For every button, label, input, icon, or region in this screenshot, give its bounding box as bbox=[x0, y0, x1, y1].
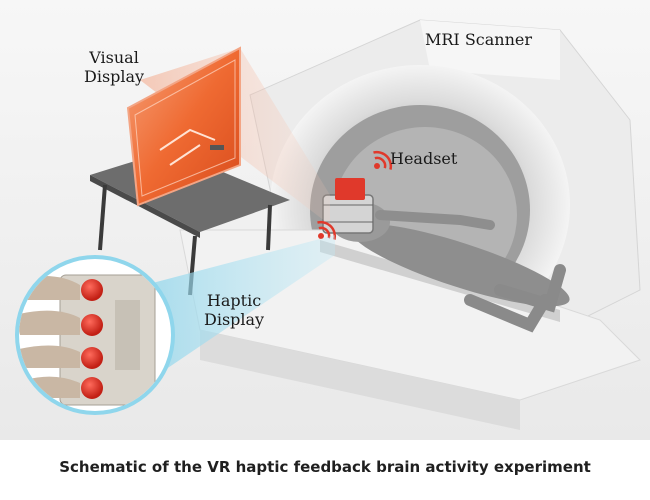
headset-label: Headset bbox=[390, 149, 458, 168]
haptic-beam bbox=[145, 235, 335, 380]
wireless-signal-icon bbox=[373, 150, 393, 170]
experiment-schematic bbox=[0, 0, 650, 440]
visual-display-label: Visual Display bbox=[84, 48, 145, 86]
headset-device bbox=[322, 178, 374, 234]
haptic-display-inset bbox=[15, 255, 175, 415]
haptic-display-label: Haptic Display bbox=[204, 291, 265, 329]
visual-display-monitor bbox=[126, 46, 241, 207]
figure-caption: Schematic of the VR haptic feedback brai… bbox=[59, 458, 591, 476]
mri-scanner-label: MRI Scanner bbox=[425, 30, 533, 49]
